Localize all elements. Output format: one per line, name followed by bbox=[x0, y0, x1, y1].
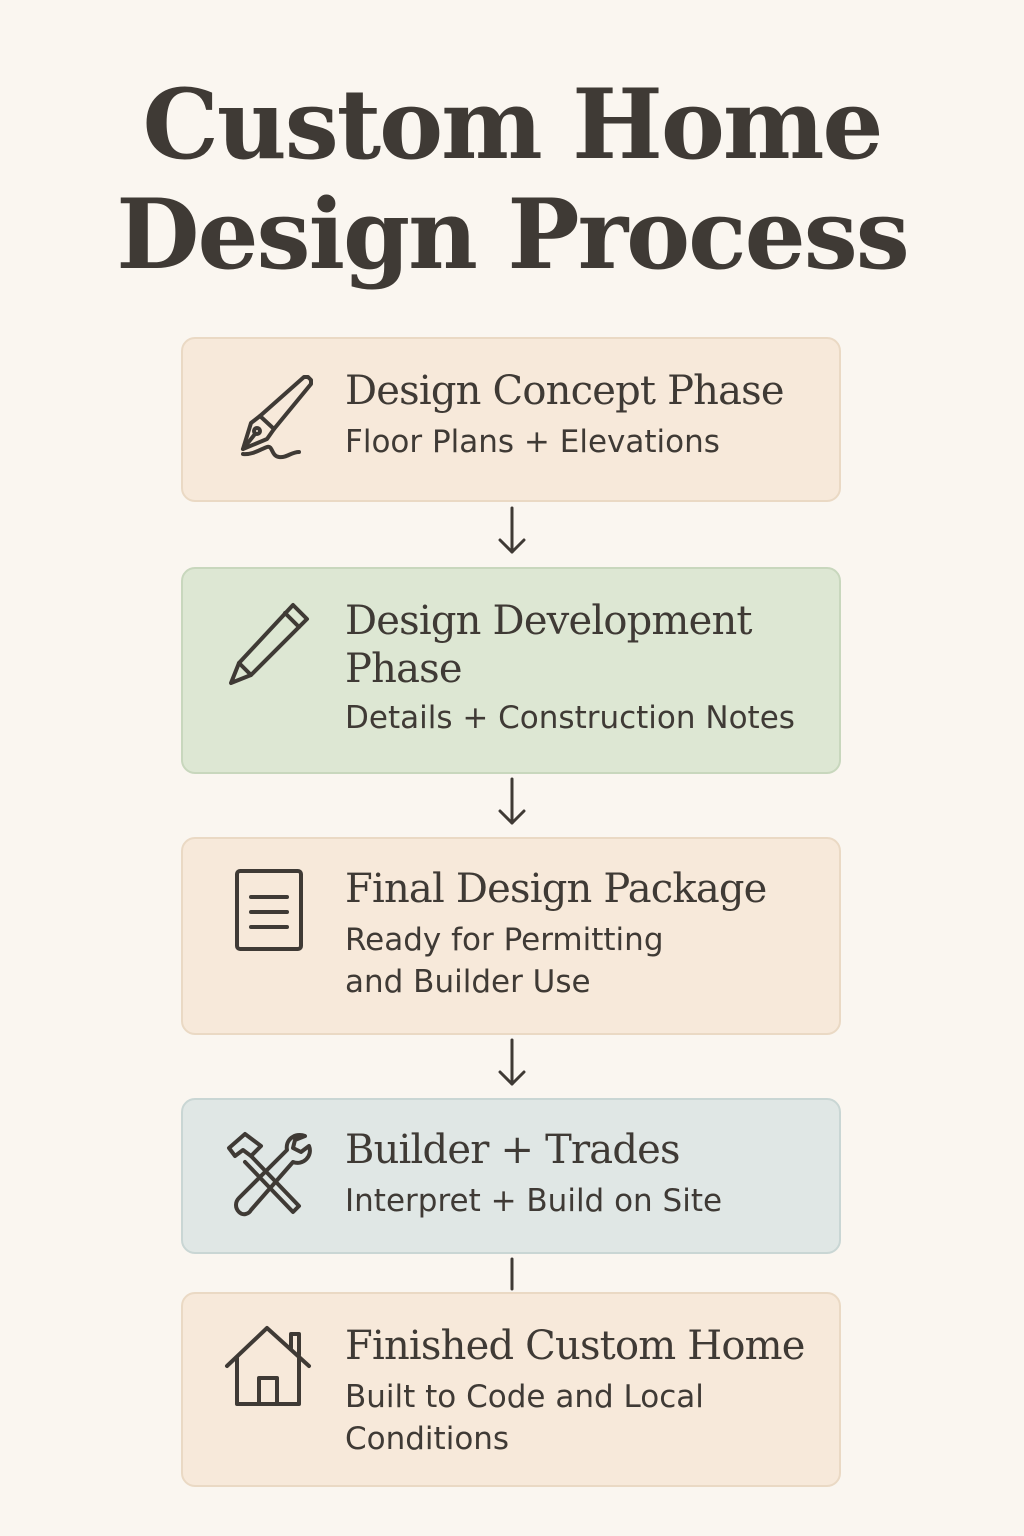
hammer-wrench-icon bbox=[221, 1126, 317, 1222]
step-heading: Builder + Trades bbox=[345, 1127, 681, 1173]
connector-line bbox=[496, 1257, 528, 1291]
step-heading: Final Design Package bbox=[345, 866, 767, 912]
house-icon bbox=[221, 1320, 317, 1416]
step-subtitle: Ready for Permitting and Builder Use bbox=[345, 922, 664, 1000]
step-subtitle: Built to Code and Local Conditions bbox=[345, 1379, 704, 1457]
arrow-down-icon bbox=[496, 777, 528, 827]
arrow-down-icon bbox=[496, 1038, 528, 1088]
page-title: Custom Home Design Process bbox=[0, 70, 1024, 290]
step-heading: Design Concept Phase bbox=[345, 368, 785, 414]
step-finished-custom-home: Finished Custom Home Built to Code and L… bbox=[181, 1292, 841, 1487]
title-line-1: Custom Home bbox=[142, 68, 883, 181]
step-subtitle: Interpret + Build on Site bbox=[345, 1183, 723, 1219]
arrow-down-icon bbox=[496, 506, 528, 556]
step-design-development: Design Development Phase Details + Const… bbox=[181, 567, 841, 774]
pen-nib-icon bbox=[221, 369, 317, 465]
step-heading: Design Development Phase bbox=[345, 598, 752, 692]
title-line-2: Design Process bbox=[116, 178, 910, 291]
step-design-concept: Design Concept Phase Floor Plans + Eleva… bbox=[181, 337, 841, 502]
step-final-design-package: Final Design Package Ready for Permittin… bbox=[181, 837, 841, 1035]
step-subtitle: Details + Construction Notes bbox=[345, 700, 795, 736]
pencil-icon bbox=[221, 597, 317, 693]
step-subtitle: Floor Plans + Elevations bbox=[345, 424, 720, 460]
step-heading: Finished Custom Home bbox=[345, 1323, 805, 1369]
document-icon bbox=[221, 865, 317, 961]
step-builder-trades: Builder + Trades Interpret + Build on Si… bbox=[181, 1098, 841, 1254]
